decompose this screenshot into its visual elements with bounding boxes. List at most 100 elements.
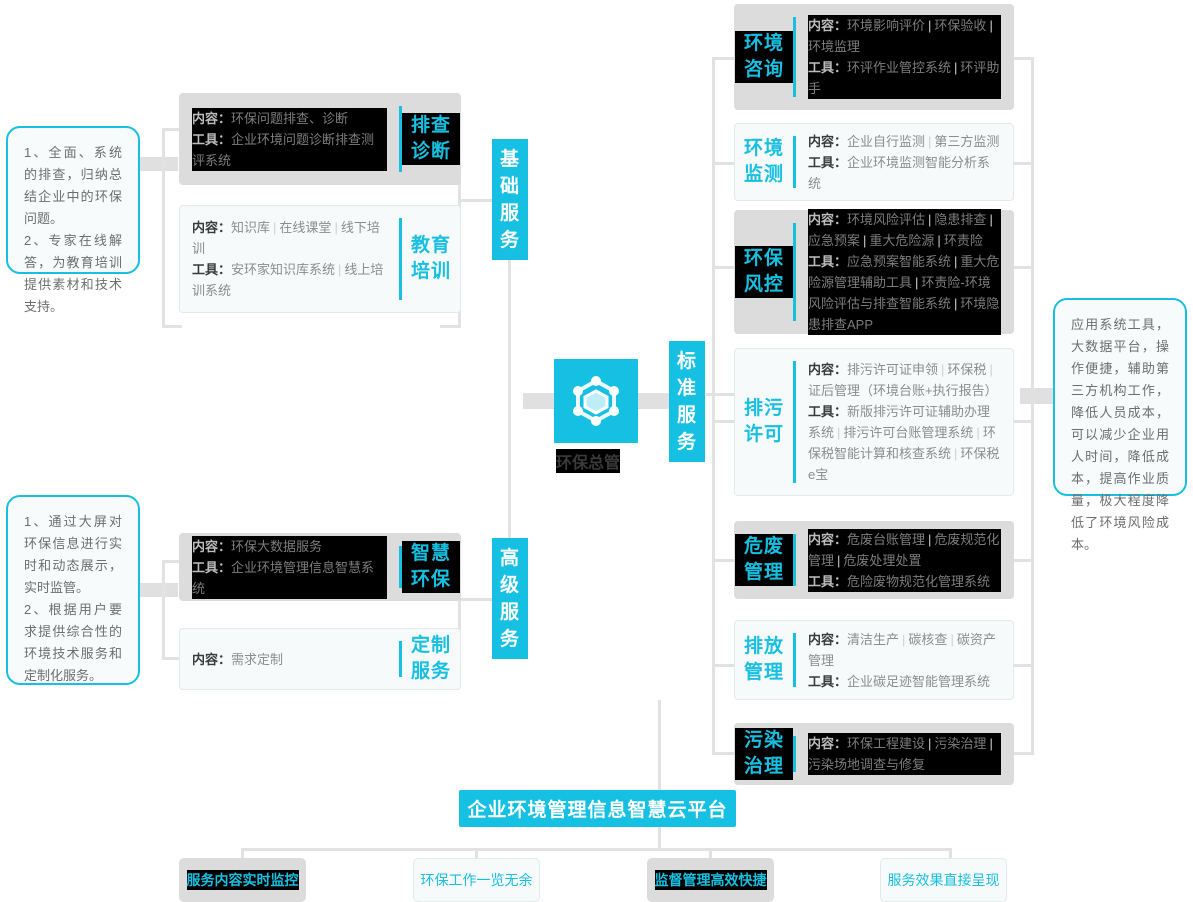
connector-basic-stub [458, 199, 492, 202]
benefit-chip-label: 服务效果直接呈现 [887, 872, 1000, 888]
pillar-basic-label: 基础服务 [499, 148, 520, 251]
connector-right-arm-2 [712, 162, 734, 165]
card-divider [793, 361, 796, 483]
pillar-advanced-label: 高级服务 [499, 547, 520, 650]
card-content: 内容：排污许可证申领|环保税|证后管理（环境台账+执行报告）工具：新版排污许可证… [808, 362, 1000, 482]
connector-vertical-trunk [508, 258, 511, 543]
connector-chip-drop-3 [709, 848, 712, 862]
card-label: 环境监测 [743, 138, 784, 185]
service-card-污染治理[interactable]: 污染治理 内容：环保工程建设|污染治理|污染场地调查与修复 [734, 723, 1014, 785]
connector-outer-arm-6 [1012, 664, 1034, 667]
connector-chip-rail [241, 848, 952, 851]
hexagon-network-icon [573, 376, 619, 426]
connector-left-bottom-arm1 [162, 560, 182, 563]
card-divider [793, 17, 796, 97]
connector-outer-arm-7 [1012, 752, 1034, 755]
card-label: 环境咨询 [735, 31, 793, 83]
service-card-教育培训[interactable]: 内容：知识库|在线课堂|线下培训工具：安环家知识库系统|线上培训系统 教育培训 [179, 205, 461, 313]
connector-right-arm-7 [712, 752, 734, 755]
card-divider [793, 534, 796, 586]
connector-advanced-spine [458, 560, 461, 660]
connector-left-top-arm2 [162, 325, 182, 328]
platform-banner[interactable]: 企业环境管理信息智慧云平台 [459, 790, 736, 827]
connector-outer-spine [1031, 57, 1034, 755]
card-label: 智慧环保 [402, 541, 460, 593]
card-label: 排查诊断 [402, 113, 460, 165]
connector-right-arm-3 [712, 266, 734, 269]
connector-right-arm-1 [712, 57, 734, 60]
connector-chip-drop-2 [475, 848, 478, 862]
connector-right-arm-5 [712, 559, 734, 562]
connector-chip-drop-4 [949, 848, 952, 862]
card-label: 排放管理 [743, 636, 784, 683]
card-content: 内容：需求定制 [192, 651, 284, 667]
service-card-环境监测[interactable]: 环境监测 内容：企业自行监测|第三方监测工具：企业环境监测智能分析系统 [734, 123, 1014, 201]
card-label: 污染治理 [735, 728, 793, 780]
connector-chip-drop-1 [241, 848, 244, 862]
callout-right: 应用系统工具，大数据平台，操作便捷，辅助第三方机构工作，降低人员成本，可以减少企… [1053, 298, 1187, 552]
benefit-chip-4[interactable]: 服务效果直接呈现 [880, 858, 1007, 902]
card-content: 内容：清洁生产|碳核查|碳资产管理工具：企业碳足迹智能管理系统 [808, 631, 996, 689]
benefit-chip-label: 服务内容实时监控 [186, 870, 299, 890]
callout-left-bottom: 1、通过大屏对环保信息进行实时和动态展示，实时监管。2、根据用户要求提供综合性的… [6, 495, 140, 685]
connector-platform-down [658, 826, 661, 850]
card-content: 内容：危废台账管理|危废规范化管理|危废处理处置工具：危险废物规范化管理系统 [796, 519, 1013, 602]
connector-outer-arm-4 [1012, 420, 1034, 423]
pillar-advanced-service[interactable]: 高级服务 [492, 538, 528, 659]
pillar-standard-label: 标准服务 [676, 350, 697, 453]
service-card-智慧环保[interactable]: 内容：环保大数据服务工具：企业环境管理信息智慧系统 智慧环保 [179, 533, 461, 601]
callout-left-top: 1、全面、系统的排查，归纳总结企业中的环保问题。2、专家在线解答，为教育培训提供… [6, 126, 140, 314]
card-label: 定制服务 [410, 635, 451, 682]
benefit-chip-3[interactable]: 监督管理高效快捷 [647, 858, 774, 902]
service-card-危废管理[interactable]: 危废管理 内容：危废台账管理|危废规范化管理|危废处理处置工具：危险废物规范化管… [734, 521, 1014, 599]
connector-standard-stub [706, 393, 734, 396]
connector-left-top-arm1 [162, 128, 182, 131]
card-label: 危废管理 [735, 534, 793, 586]
service-card-排污许可[interactable]: 排污许可 内容：排污许可证申领|环保税|证后管理（环境台账+执行报告）工具：新版… [734, 348, 1014, 496]
card-divider [793, 736, 796, 772]
benefit-chip-label: 监督管理高效快捷 [654, 870, 767, 890]
service-card-排放管理[interactable]: 排放管理 内容：清洁生产|碳核查|碳资产管理工具：企业碳足迹智能管理系统 [734, 620, 1014, 700]
pillar-standard-service[interactable]: 标准服务 [669, 341, 705, 462]
card-label: 环保风控 [735, 246, 793, 298]
card-divider [399, 546, 402, 588]
card-content: 内容：企业自行监测|第三方监测工具：企业环境监测智能分析系统 [808, 133, 1000, 191]
connector-hub-right [637, 393, 671, 409]
connector-outer-arm-2 [1012, 162, 1034, 165]
connector-left-bottom-stub [140, 583, 178, 597]
card-content: 内容：环保问题排查、诊断工具：企业环境问题诊断排查测评系统 [180, 98, 399, 181]
card-content: 内容：知识库|在线课堂|线下培训工具：安环家知识库系统|线上培训系统 [192, 220, 384, 298]
connector-left-top-spine [162, 128, 165, 328]
benefit-chip-1[interactable]: 服务内容实时监控 [179, 858, 306, 902]
connector-outer-arm-5 [1012, 559, 1034, 562]
connector-platform-drop [658, 700, 661, 790]
card-divider [793, 633, 796, 687]
hub-label: 环保总管 [556, 449, 621, 473]
pillar-basic-service[interactable]: 基础服务 [492, 139, 528, 260]
card-content: 内容：环境影响评价|环保验收|环境监理工具：环评作业管控系统|环评助手 [796, 5, 1013, 109]
connector-left-top-stub [140, 157, 178, 171]
connector-right-callout-stub [1020, 388, 1058, 404]
card-divider [399, 641, 402, 677]
connector-right-arm-4 [712, 420, 734, 423]
card-divider [793, 136, 796, 188]
card-divider [793, 223, 796, 321]
card-content: 内容：环境风险评估|隐患排查|应急预案|重大危险源|环责险工具：应急预案智能系统… [796, 199, 1013, 345]
card-label: 排污许可 [743, 398, 784, 445]
service-card-定制服务[interactable]: 内容：需求定制 定制服务 [179, 628, 461, 690]
platform-title: 企业环境管理信息智慧云平台 [467, 800, 728, 821]
benefit-chip-2[interactable]: 环保工作一览无余 [413, 858, 540, 902]
service-card-环境咨询[interactable]: 环境咨询 内容：环境影响评价|环保验收|环境监理工具：环评作业管控系统|环评助手 [734, 4, 1014, 110]
card-content: 内容：环保大数据服务工具：企业环境管理信息智慧系统 [180, 526, 399, 609]
connector-basic-arm2 [440, 325, 460, 328]
hub-node[interactable] [554, 359, 638, 443]
card-divider [399, 218, 402, 300]
connector-right-arm-6 [712, 664, 734, 667]
benefit-chip-label: 环保工作一览无余 [420, 872, 533, 888]
connector-left-bottom-spine [162, 560, 165, 660]
card-content: 内容：环保工程建设|污染治理|污染场地调查与修复 [796, 723, 1013, 785]
service-card-环保风控[interactable]: 环保风控 内容：环境风险评估|隐患排查|应急预案|重大危险源|环责险工具：应急预… [734, 209, 1014, 335]
service-card-排查诊断[interactable]: 内容：环保问题排查、诊断工具：企业环境问题诊断排查测评系统 排查诊断 [179, 93, 461, 185]
connector-right-spine [712, 57, 715, 752]
